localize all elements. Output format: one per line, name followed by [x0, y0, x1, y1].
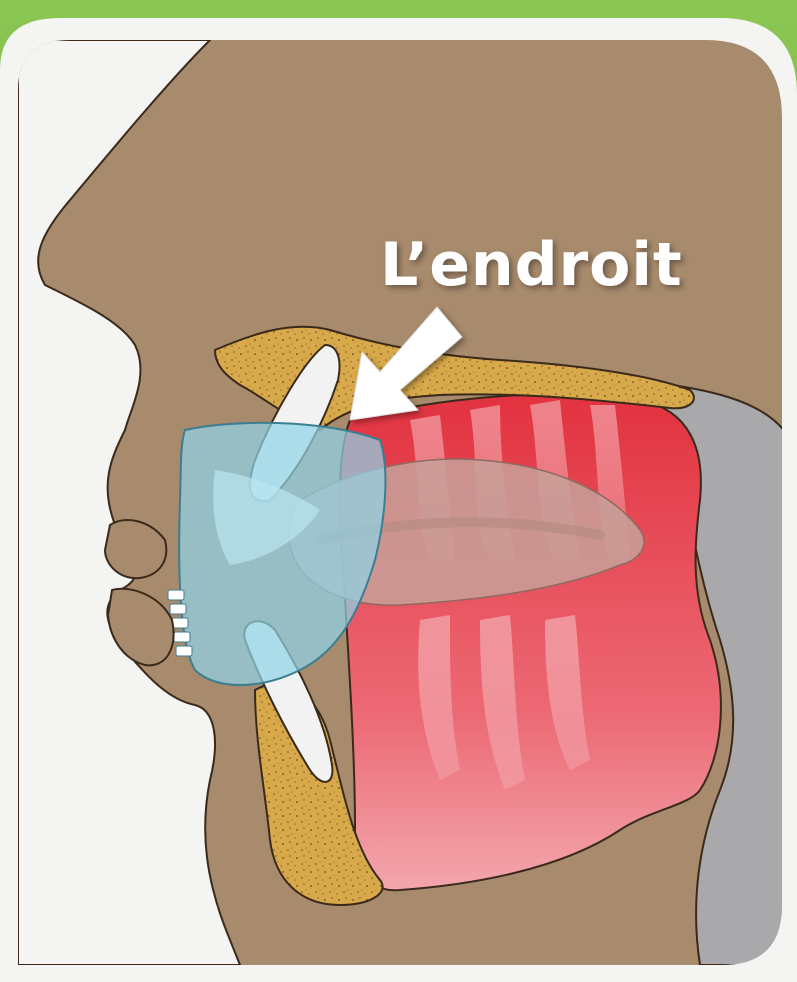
- callout-label: L’endroit: [380, 230, 683, 300]
